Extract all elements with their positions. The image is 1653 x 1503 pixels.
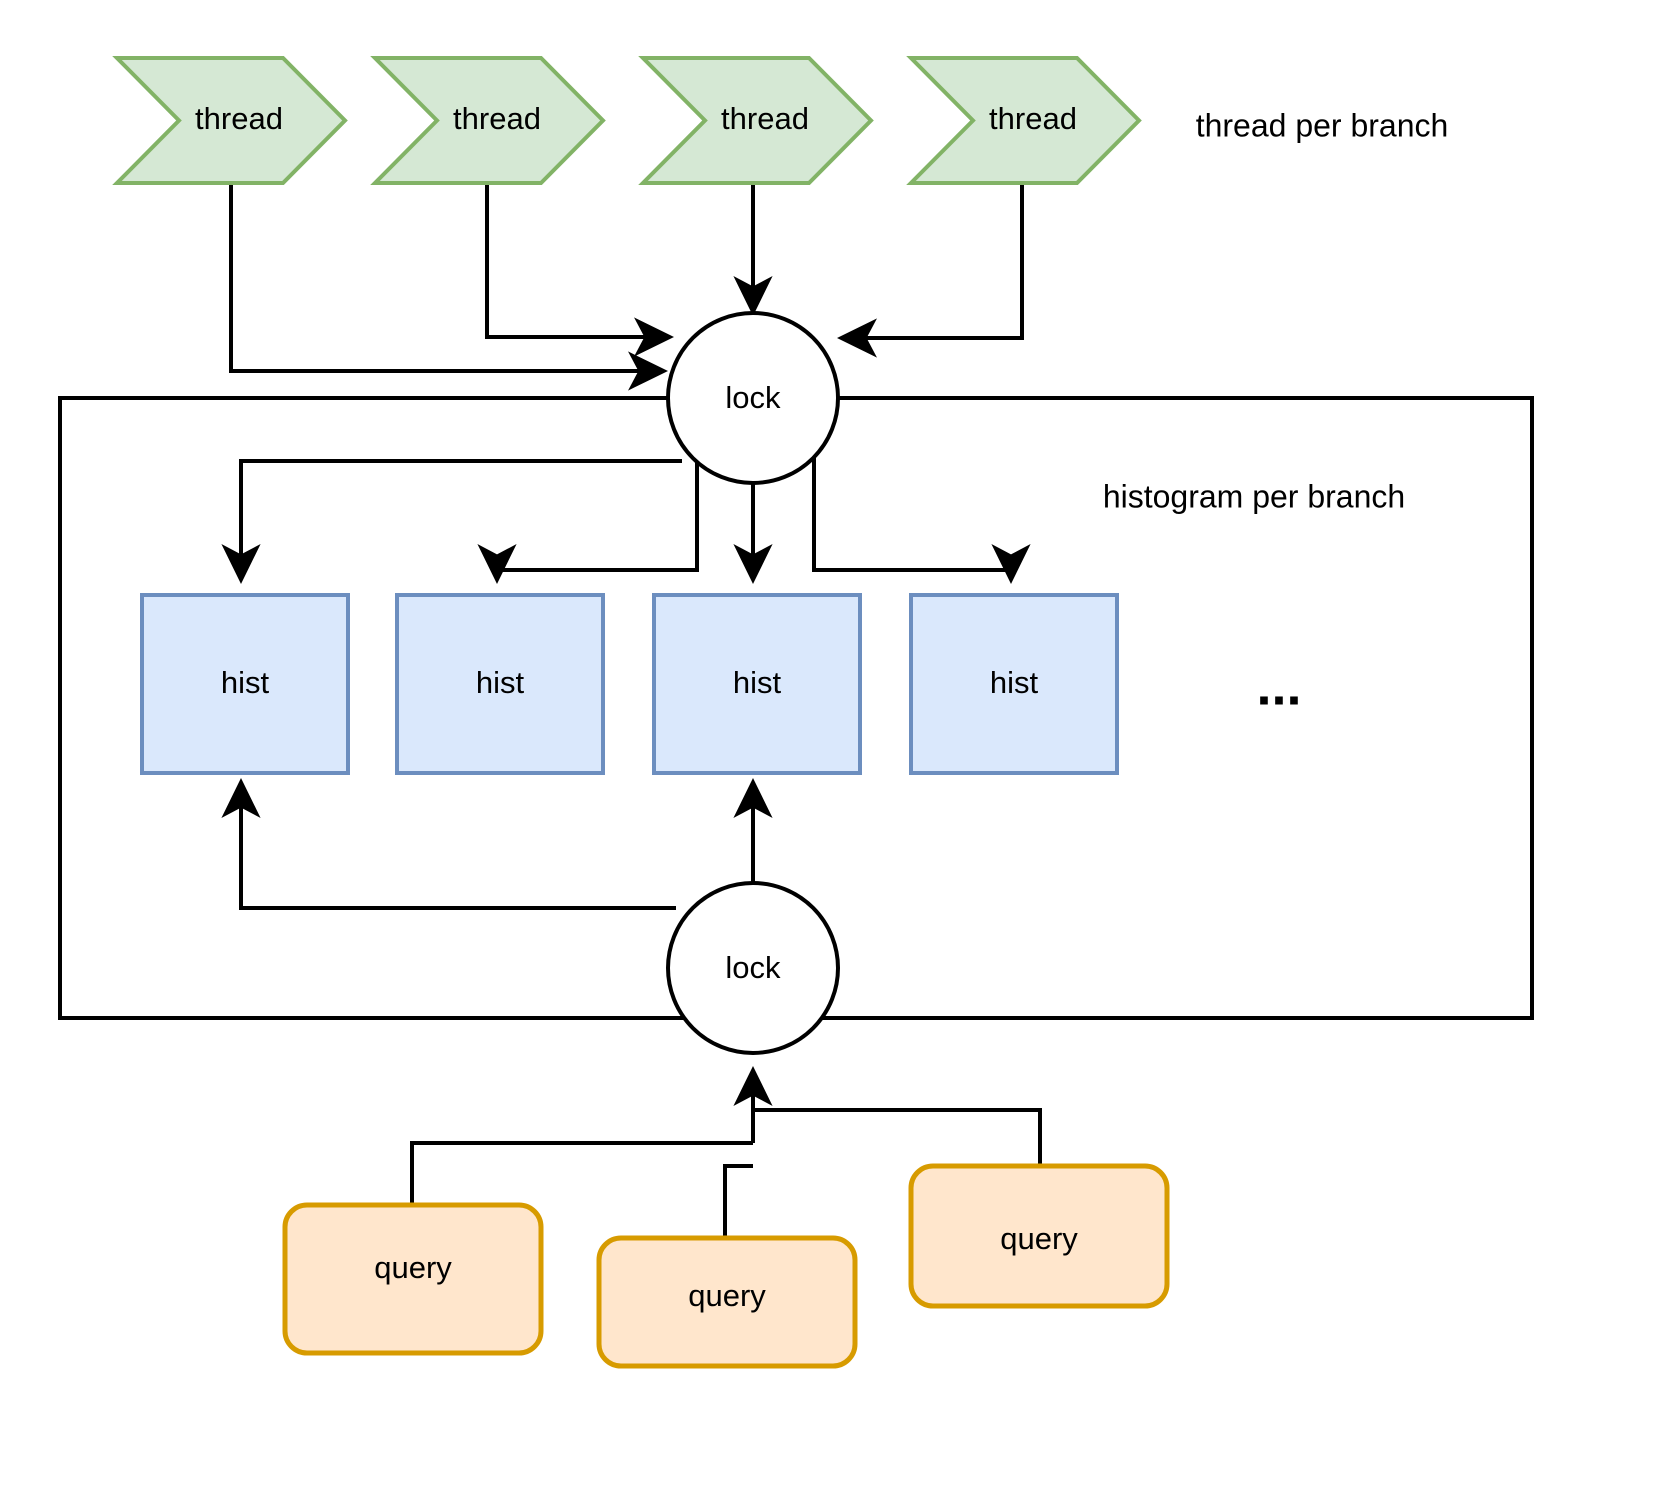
thread-shape xyxy=(906,56,1142,185)
thread-node-1[interactable]: thread xyxy=(112,56,348,185)
query-shape xyxy=(908,1163,1170,1309)
lock-label: lock xyxy=(725,950,781,985)
edge-lock1-to-hist2 xyxy=(477,450,699,584)
query-node-1[interactable]: query xyxy=(282,1202,544,1356)
lock-shape xyxy=(666,881,840,1055)
query-label: query xyxy=(688,1278,766,1313)
edge-thread1-to-lock xyxy=(229,183,668,391)
hist-node-2[interactable]: hist xyxy=(395,593,605,775)
lock-node-bottom[interactable]: lock xyxy=(666,881,840,1055)
thread-shape xyxy=(112,56,348,185)
thread-label: thread xyxy=(453,101,541,136)
hist-label: hist xyxy=(990,665,1039,700)
edge-query2-to-lock2 xyxy=(723,1164,753,1240)
lock-label: lock xyxy=(725,380,781,415)
thread-node-4[interactable]: thread xyxy=(906,56,1142,185)
hist-node-4[interactable]: hist xyxy=(909,593,1119,775)
hist-node-1[interactable]: hist xyxy=(140,593,350,775)
edge-lock2-to-hist1 xyxy=(221,778,676,910)
ellipsis-more-hists: ... xyxy=(1256,656,1301,716)
edge-query3-to-lock2 xyxy=(753,1108,1042,1168)
edge-thread2-to-lock xyxy=(485,183,674,357)
thread-label: thread xyxy=(989,101,1077,136)
thread-label: thread xyxy=(721,101,809,136)
edge-thread4-to-lock xyxy=(837,183,1024,358)
hist-label: hist xyxy=(221,665,270,700)
thread-shape xyxy=(370,56,606,185)
thread-node-3[interactable]: thread xyxy=(638,56,874,185)
thread-label: thread xyxy=(195,101,283,136)
query-node-2[interactable]: query xyxy=(596,1235,858,1369)
hist-label: hist xyxy=(733,665,782,700)
hist-shape xyxy=(909,593,1119,775)
hist-label: hist xyxy=(476,665,525,700)
hist-shape xyxy=(652,593,862,775)
lock-node-top[interactable]: lock xyxy=(666,311,840,485)
edge-query1-to-lock2 xyxy=(410,1141,753,1207)
thread-shape xyxy=(638,56,874,185)
annotation-thread-per-branch: thread per branch xyxy=(1196,107,1449,143)
query-shape xyxy=(596,1235,858,1369)
query-shape xyxy=(282,1202,544,1356)
hist-shape xyxy=(140,593,350,775)
thread-node-2[interactable]: thread xyxy=(370,56,606,185)
query-node-3[interactable]: query xyxy=(908,1163,1170,1309)
lock-shape xyxy=(666,311,840,485)
hist-shape xyxy=(395,593,605,775)
edge-lock1-to-hist1 xyxy=(221,459,682,584)
annotation-histogram-per-branch: histogram per branch xyxy=(1103,478,1405,514)
hist-node-3[interactable]: hist xyxy=(652,593,862,775)
edge-lock1-to-hist4 xyxy=(812,450,1031,584)
query-label: query xyxy=(374,1250,452,1285)
query-label: query xyxy=(1000,1221,1078,1256)
